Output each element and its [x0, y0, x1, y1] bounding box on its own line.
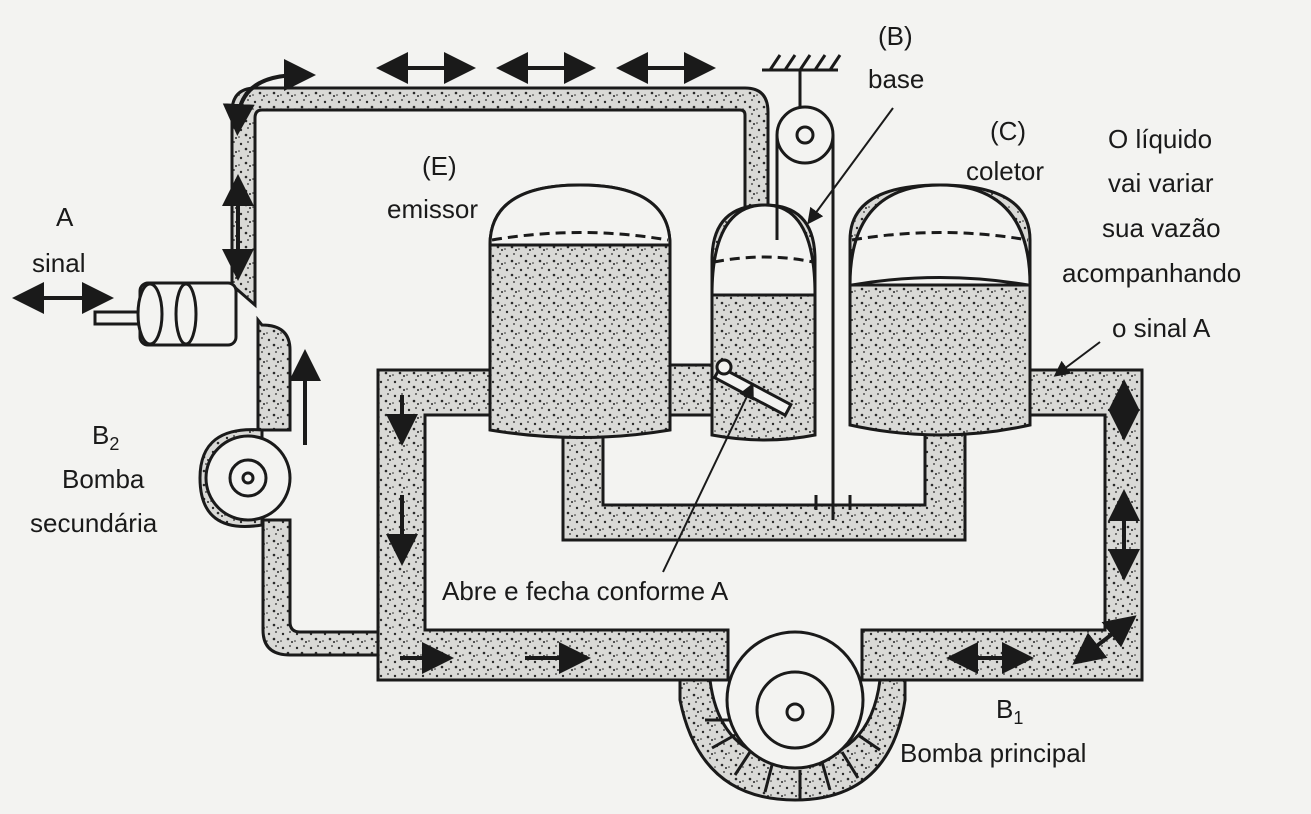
main-pump-words: Bomba principal	[900, 738, 1086, 768]
collector-tank	[848, 183, 1032, 437]
signal-letter: A	[56, 202, 74, 232]
secondary-pump	[198, 428, 292, 528]
collector-word: coletor	[966, 156, 1044, 186]
main-pump-letter: B1	[996, 694, 1023, 728]
liquid-note-line-1: O líquido	[1108, 124, 1212, 154]
leader-lines	[662, 107, 1101, 573]
liquid-note-line-5: o sinal A	[1112, 313, 1211, 343]
secondary-pump-pipe	[256, 315, 292, 432]
valve-note: Abre e fecha conforme A	[442, 576, 729, 606]
base-letter: (B)	[878, 21, 913, 51]
secondary-pump-word-1: Bomba	[62, 464, 145, 494]
emitter-tank	[488, 183, 672, 439]
main-pump-rotor	[705, 630, 881, 800]
pulley-mount	[762, 54, 852, 520]
liquid-note-line-4: acompanhando	[1062, 258, 1241, 288]
flow-arrows	[12, 52, 1140, 674]
emitter-letter: (E)	[422, 151, 457, 181]
secondary-return-pipe	[261, 518, 387, 657]
signal-actuator	[93, 281, 238, 347]
collector-letter: (C)	[990, 116, 1026, 146]
liquid-note-line-3: sua vazão	[1102, 213, 1221, 243]
secondary-pump-subscript: 2	[109, 434, 119, 454]
secondary-pump-letter: B2	[92, 420, 119, 454]
tank-bottom-channel	[561, 428, 967, 542]
secondary-pump-word-2: secundária	[30, 508, 158, 538]
main-pump-subscript: 1	[1013, 708, 1023, 728]
emitter-word: emissor	[387, 194, 478, 224]
signal-word: sinal	[32, 248, 85, 278]
liquid-note-line-2: vai variar	[1108, 168, 1214, 198]
base-word: base	[868, 64, 924, 94]
